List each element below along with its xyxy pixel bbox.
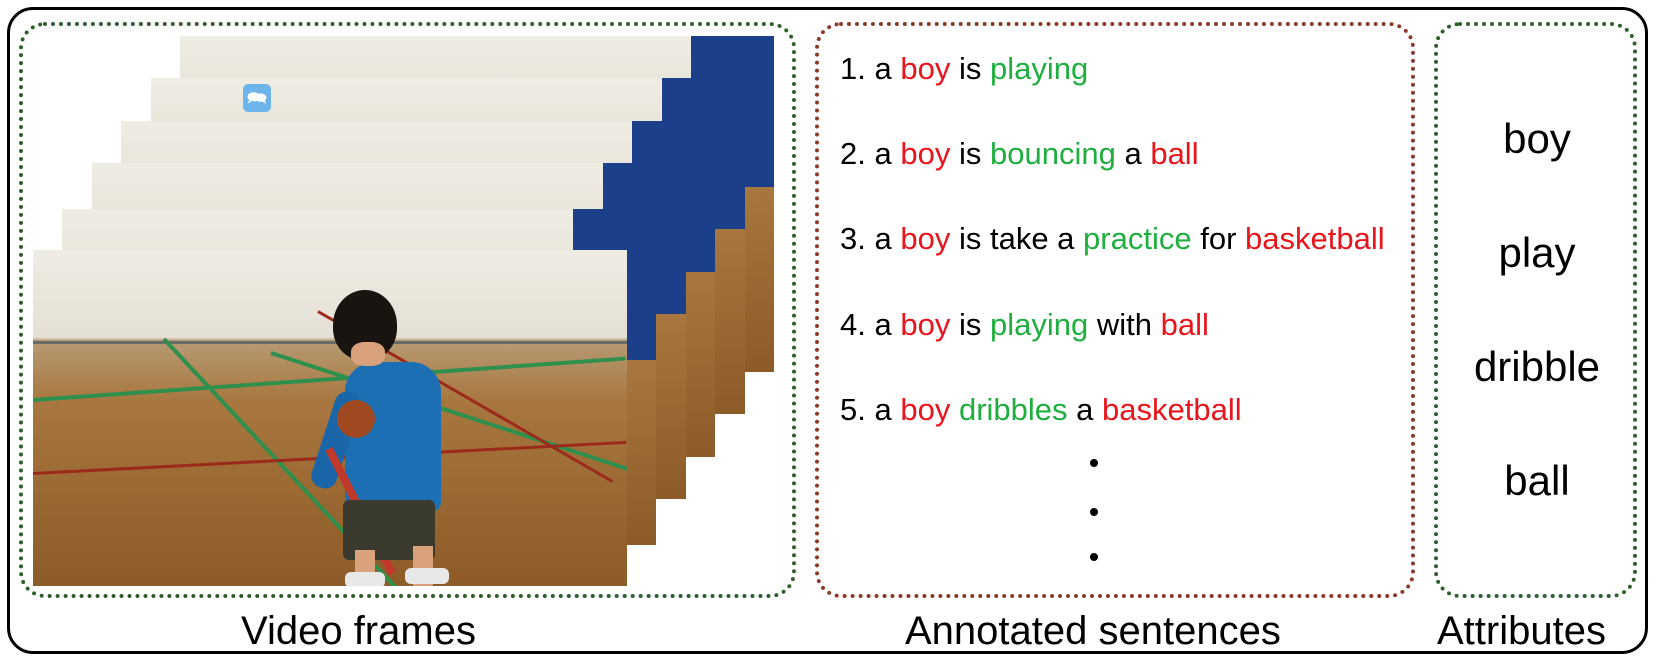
sentence-word-black: a <box>874 51 892 86</box>
sentence-3: 3. a boy is take a practice for basketba… <box>840 219 1385 259</box>
sentence-word-red: basketball <box>1245 221 1385 256</box>
sentence-word-green: playing <box>989 307 1089 342</box>
figure-border <box>7 7 1648 654</box>
video-frames-panel <box>19 22 796 598</box>
sentence-word-black: a <box>874 136 892 171</box>
ellipsis-dot <box>1090 553 1098 561</box>
sentence-word-black: is <box>958 136 982 171</box>
attribute-dribble: dribble <box>1473 343 1601 390</box>
ellipsis-dot <box>1090 508 1098 516</box>
basketball <box>337 400 375 438</box>
sentence-2: 2. a boy is bouncing a ball <box>840 134 1199 174</box>
sentence-word-green: playing <box>989 51 1089 86</box>
sentence-word-red: boy <box>900 136 951 171</box>
sentence-word-red: basketball <box>1102 392 1242 427</box>
attribute-ball: ball <box>1504 457 1570 504</box>
attribute-boy: boy <box>1503 115 1571 162</box>
attributes-panel <box>1434 22 1637 598</box>
sentence-word-black: a <box>874 307 892 342</box>
sentence-word-black: a <box>1076 392 1094 427</box>
sentence-1: 1. a boy is playing <box>840 49 1088 89</box>
sentence-word-red: boy <box>900 51 951 86</box>
sentence-5: 5. a boy dribbles a basketball <box>840 390 1242 430</box>
sentence-word-green: bouncing <box>989 136 1116 171</box>
sentence-number: 2. <box>840 136 866 171</box>
sentence-word-red: boy <box>900 392 951 427</box>
sentence-word-black: for <box>1200 221 1237 256</box>
sentence-word-black: is <box>958 51 982 86</box>
sentence-word-red: ball <box>1150 136 1199 171</box>
sentence-word-black: with <box>1096 307 1152 342</box>
sentence-word-black: a <box>874 221 892 256</box>
sentence-word-black: a <box>1124 136 1142 171</box>
speech-bubble-icon: 🗪 <box>243 84 271 112</box>
sentence-word-green: practice <box>1083 221 1192 256</box>
sentence-word-green: dribbles <box>958 392 1068 427</box>
sentence-number: 3. <box>840 221 866 256</box>
sentence-word-black: a <box>874 392 892 427</box>
sentence-word-red: boy <box>900 221 951 256</box>
ellipsis-dot <box>1090 459 1098 467</box>
sentence-word-black: is <box>958 307 982 342</box>
sentence-word-red: ball <box>1160 307 1209 342</box>
sentence-number: 5. <box>840 392 866 427</box>
sentence-word-red: boy <box>900 307 951 342</box>
sentence-word-black: is take a <box>958 221 1075 256</box>
video-frame-6 <box>33 250 627 586</box>
annotated-sentences-panel <box>815 22 1415 598</box>
sentence-number: 1. <box>840 51 866 86</box>
sentence-number: 4. <box>840 307 866 342</box>
sentence-4: 4. a boy is playing with ball <box>840 305 1209 345</box>
annotated-sentences-caption: Annotated sentences <box>905 609 1281 653</box>
attribute-play: play <box>1498 229 1576 276</box>
attributes-caption: Attributes <box>1437 609 1606 653</box>
video-frames-caption: Video frames <box>241 609 476 653</box>
